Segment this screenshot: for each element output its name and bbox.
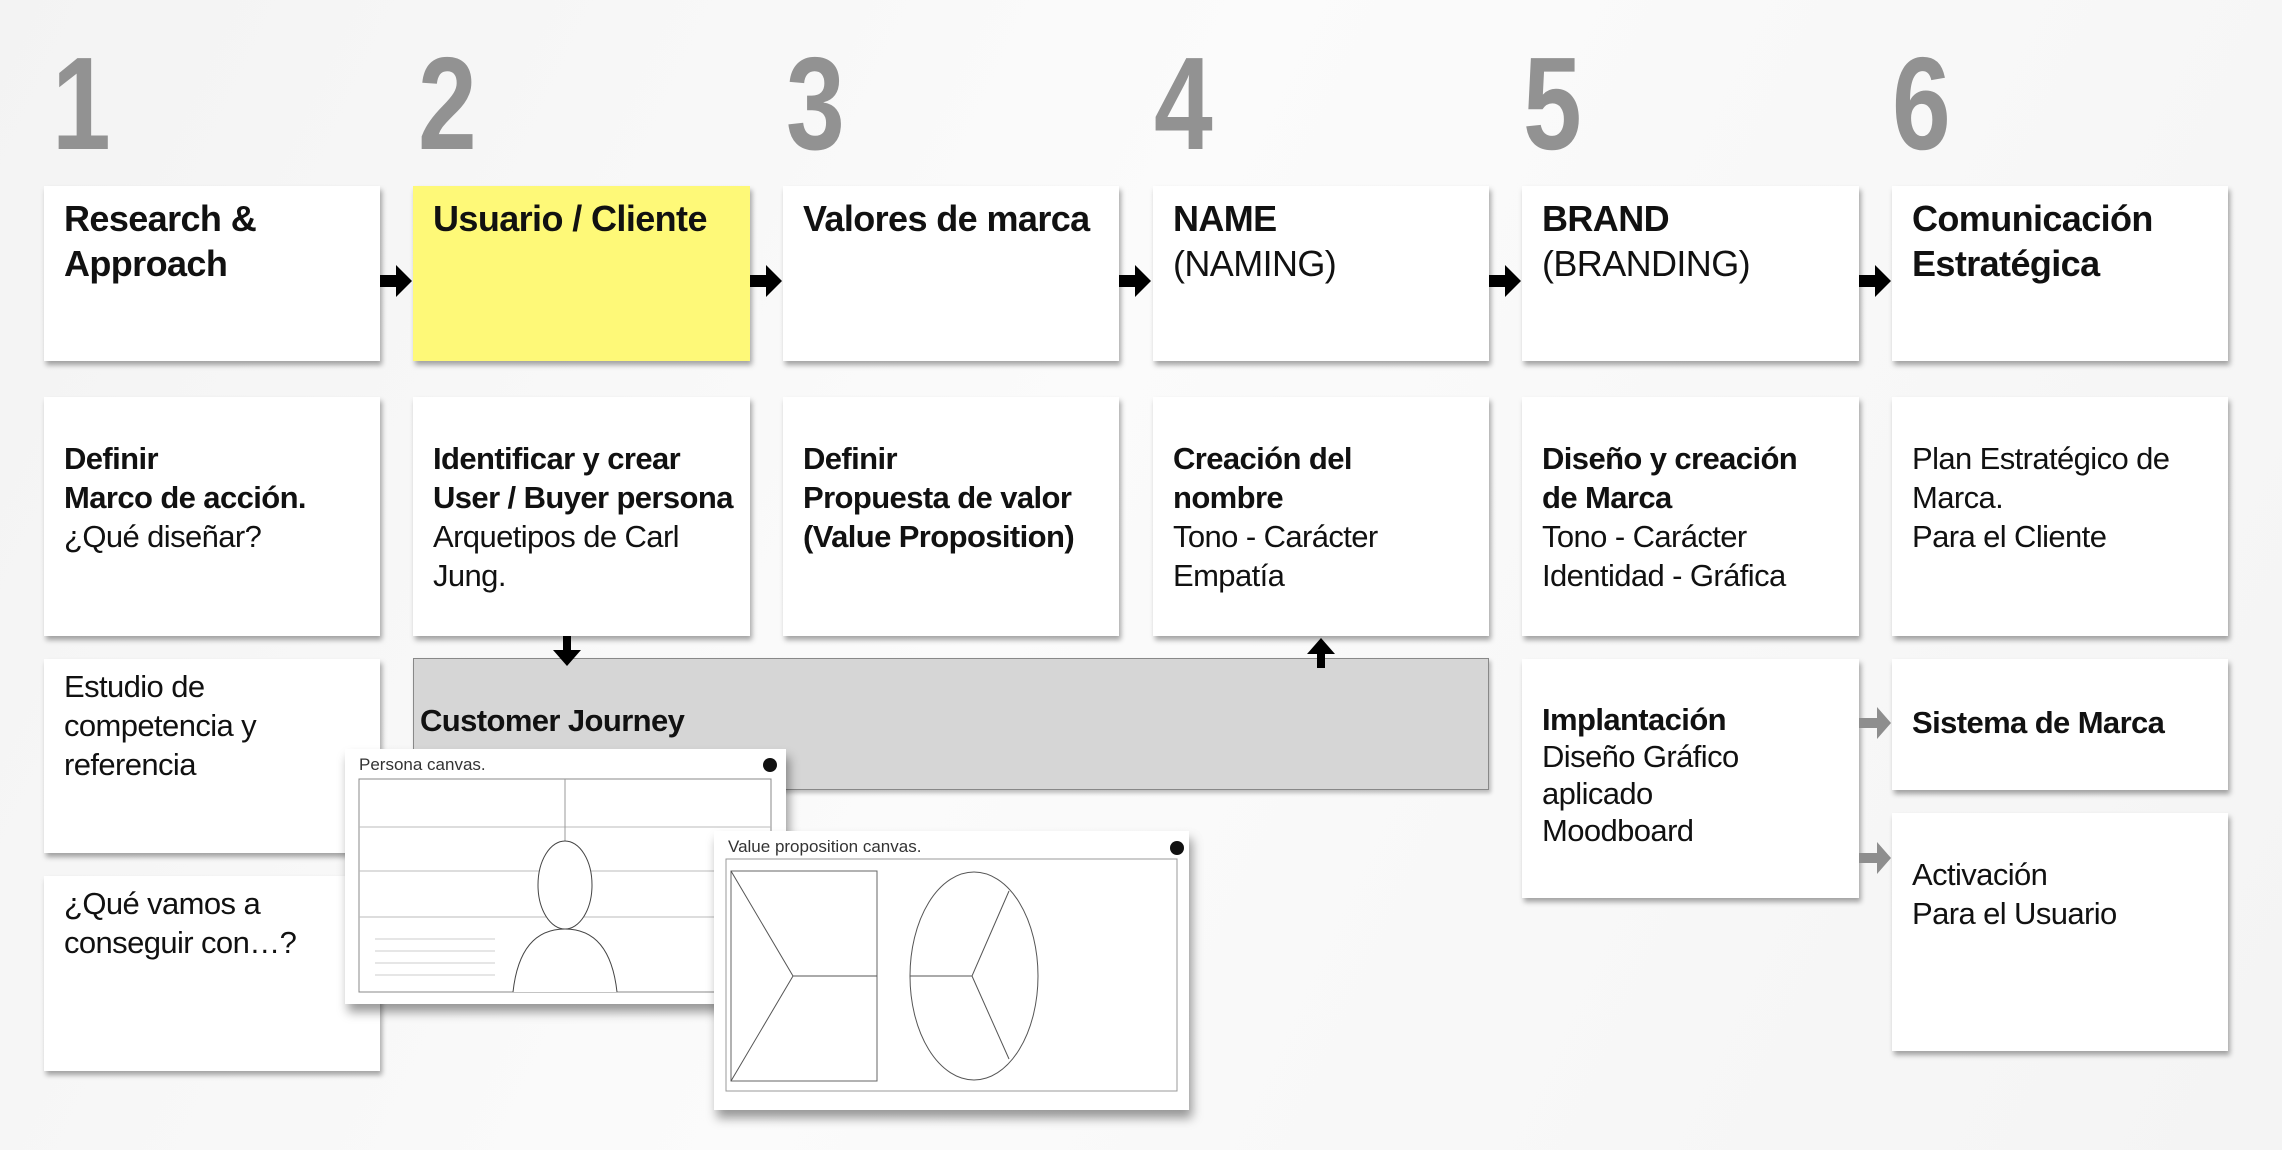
step-number-3: 3	[786, 30, 845, 177]
step-title: Comunicación	[1912, 198, 2153, 239]
detail-text: Jung.	[433, 558, 506, 593]
detail-box-2: Identificar y crear User / Buyer persona…	[413, 397, 750, 636]
estudio-text: referencia	[64, 747, 196, 782]
implantacion-title: Implantación	[1542, 702, 1727, 737]
step-box-comunicacion: Comunicación Estratégica	[1892, 186, 2228, 361]
detail-bold: nombre	[1173, 480, 1284, 515]
activacion-text: Para el Usuario	[1912, 896, 2117, 931]
detail-text: Arquetipos de Carl	[433, 519, 680, 554]
implantacion-box: Implantación Diseño Gráfico aplicado Moo…	[1522, 659, 1859, 898]
sistema-de-marca-title: Sistema de Marca	[1912, 705, 2165, 740]
detail-text: Empatía	[1173, 558, 1285, 593]
value-proposition-canvas-image: Value proposition canvas.	[714, 831, 1189, 1110]
detail-text: Tono - Carácter	[1542, 519, 1747, 554]
detail-bold: User / Buyer persona	[433, 480, 733, 515]
detail-box-4: Creación del nombre Tono - Carácter Empa…	[1153, 397, 1489, 636]
conseguir-text: conseguir con…?	[64, 925, 297, 960]
arrow-right-icon	[1859, 265, 1891, 297]
step-box-name: NAME (NAMING)	[1153, 186, 1489, 361]
persona-canvas-drawing	[358, 758, 777, 993]
arrow-up-icon	[1307, 638, 1335, 668]
detail-text: Para el Cliente	[1912, 519, 2107, 554]
value-canvas-drawing	[725, 841, 1184, 1092]
detail-bold: Marco de acción.	[64, 480, 307, 515]
detail-box-6: Plan Estratégico de Marca. Para el Clien…	[1892, 397, 2228, 636]
activacion-box: Activación Para el Usuario	[1892, 813, 2228, 1051]
arrow-right-gray-icon	[1859, 707, 1891, 739]
activacion-text: Activación	[1912, 857, 2048, 892]
arrow-right-gray-icon	[1859, 842, 1891, 874]
step-number-2: 2	[418, 30, 477, 177]
detail-box-3: Definir Propuesta de valor (Value Propos…	[783, 397, 1119, 636]
detail-bold: de Marca	[1542, 480, 1672, 515]
arrow-right-icon	[1489, 265, 1521, 297]
step-title-line2: Approach	[64, 243, 228, 284]
step-title: Valores de marca	[803, 198, 1090, 239]
detail-box-5: Diseño y creación de Marca Tono - Caráct…	[1522, 397, 1859, 636]
detail-text: Tono - Carácter	[1173, 519, 1378, 554]
step-title: BRAND	[1542, 198, 1670, 239]
detail-text: Marca.	[1912, 480, 2004, 515]
step-box-valores: Valores de marca	[783, 186, 1119, 361]
implantacion-text: Moodboard	[1542, 813, 1694, 848]
arrow-right-icon	[380, 265, 412, 297]
persona-canvas-image: Persona canvas.	[345, 749, 786, 1004]
detail-text: ¿Qué diseñar?	[64, 519, 262, 554]
detail-bold: Definir	[803, 441, 898, 476]
detail-text: Identidad - Gráfica	[1542, 558, 1786, 593]
step-subtitle: (BRANDING)	[1542, 243, 1751, 284]
arrow-down-icon	[553, 636, 581, 666]
step-box-research: Research & Approach	[44, 186, 380, 361]
persona-canvas-title: Persona canvas.	[359, 755, 486, 774]
step-subtitle: (NAMING)	[1173, 243, 1337, 284]
estudio-box: Estudio de competencia y referencia	[44, 659, 380, 853]
estudio-text: Estudio de	[64, 669, 205, 704]
conseguir-box: ¿Qué vamos a conseguir con…?	[44, 876, 380, 1071]
step-title: Usuario / Cliente	[433, 198, 707, 239]
conseguir-text: ¿Qué vamos a	[64, 886, 261, 921]
step-title: Research &	[64, 198, 257, 239]
arrow-right-icon	[750, 265, 782, 297]
detail-bold: Propuesta de valor	[803, 480, 1072, 515]
estudio-text: competencia y	[64, 708, 257, 743]
step-number-5: 5	[1523, 30, 1582, 177]
customer-journey-label: Customer Journey	[420, 703, 685, 738]
detail-text: Plan Estratégico de	[1912, 441, 2170, 476]
step-number-6: 6	[1892, 30, 1951, 177]
value-canvas-title: Value proposition canvas.	[728, 837, 922, 856]
detail-bold: Creación del	[1173, 441, 1352, 476]
detail-box-1: Definir Marco de acción. ¿Qué diseñar?	[44, 397, 380, 636]
step-box-usuario: Usuario / Cliente	[413, 186, 750, 361]
detail-bold: Identificar y crear	[433, 441, 681, 476]
step-number-4: 4	[1154, 30, 1213, 177]
detail-bold: Diseño y creación	[1542, 441, 1798, 476]
step-title: NAME	[1173, 198, 1277, 239]
implantacion-text: aplicado	[1542, 776, 1653, 811]
detail-bold: (Value Proposition)	[803, 519, 1075, 554]
step-number-1: 1	[52, 30, 111, 177]
step-box-brand: BRAND (BRANDING)	[1522, 186, 1859, 361]
implantacion-text: Diseño Gráfico	[1542, 739, 1739, 774]
step-title-line2: Estratégica	[1912, 243, 2100, 284]
detail-bold: Definir	[64, 441, 159, 476]
arrow-right-icon	[1119, 265, 1151, 297]
sistema-de-marca-box: Sistema de Marca	[1892, 659, 2228, 790]
